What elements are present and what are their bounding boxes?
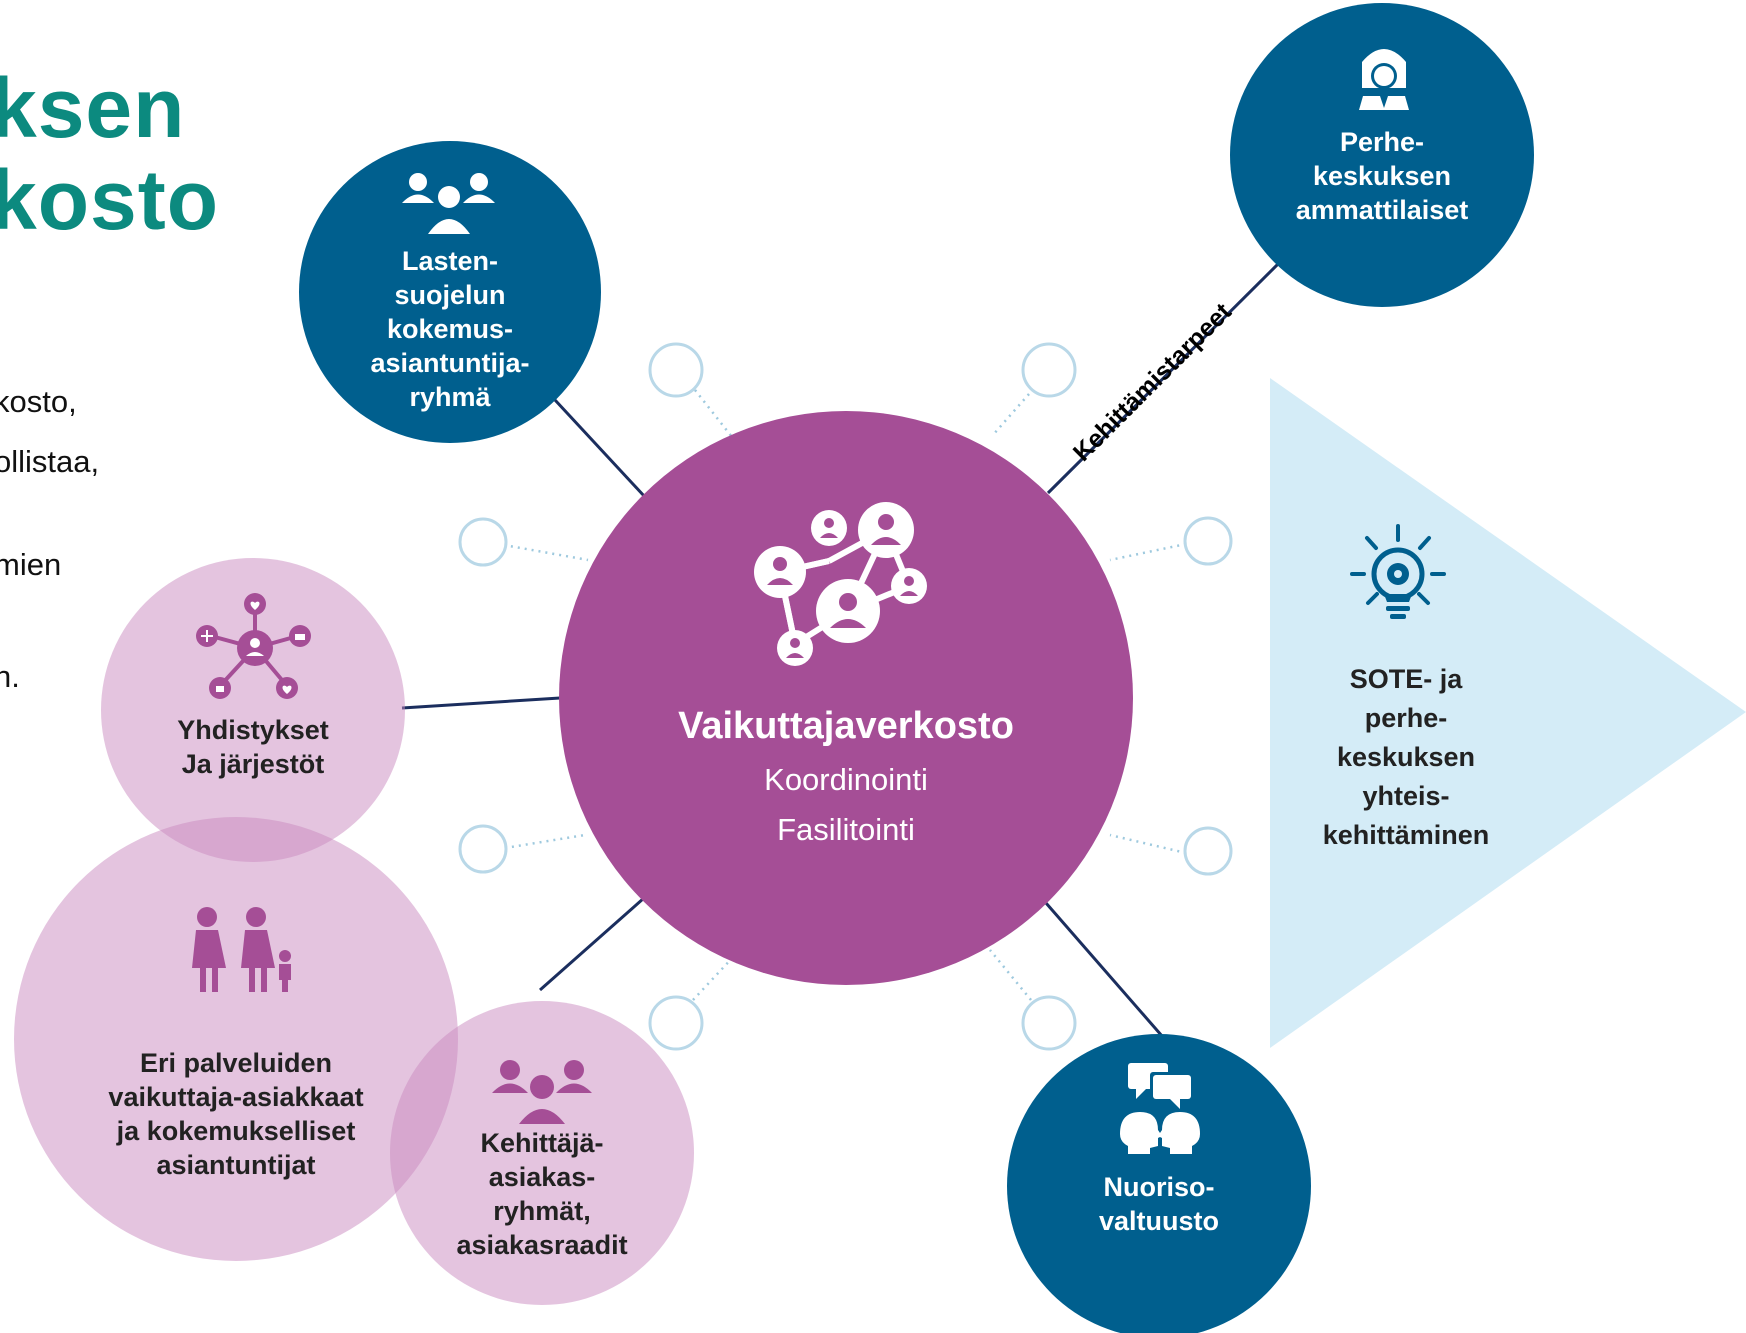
label-line: vaikuttaja-asiakkaat bbox=[108, 1082, 364, 1112]
small-node-circle bbox=[458, 824, 508, 874]
dotted-spoke bbox=[989, 949, 1032, 1001]
body-text-line: ollistaa, bbox=[0, 444, 100, 479]
connector-lastensuojelu bbox=[553, 398, 647, 499]
group-icon bbox=[492, 1060, 592, 1124]
conversation-icon bbox=[1120, 1063, 1200, 1154]
small-node-circle bbox=[1021, 342, 1077, 398]
label-line: Nuoriso- bbox=[1103, 1172, 1215, 1202]
label-line: kehittäminen bbox=[1322, 820, 1490, 850]
yhdistykset-label: Yhdistykset Ja järjestöt bbox=[133, 713, 373, 781]
dotted-spoke bbox=[504, 833, 586, 850]
body-text-line: kosto, bbox=[0, 384, 77, 419]
dotted-spoke bbox=[1109, 833, 1187, 855]
node-yhdistykset bbox=[101, 558, 405, 862]
small-node-circle bbox=[648, 995, 704, 1051]
arrow-triangle bbox=[1270, 378, 1746, 1048]
body-text-line: i bbox=[0, 495, 1, 526]
label-line: Yhdistykset bbox=[177, 715, 329, 745]
node-asiakkaat bbox=[14, 817, 458, 1261]
social-network-icon bbox=[196, 593, 311, 699]
family-icon bbox=[192, 907, 291, 992]
label-line: asiakas- bbox=[488, 1162, 596, 1192]
label-line: perhe- bbox=[1364, 703, 1448, 733]
label-line: Eri palveluiden bbox=[139, 1048, 333, 1078]
center-line-fasilitointi: Fasilitointi bbox=[777, 812, 915, 847]
label-line: yhteis- bbox=[1362, 781, 1450, 811]
label-line: ja kokemukselliset bbox=[116, 1116, 356, 1146]
kehittaja-label: Kehittäjä- asiakas- ryhmät, asiakasraadi… bbox=[422, 1126, 662, 1262]
connector-kehittaja bbox=[539, 896, 645, 992]
body-text-line: mien bbox=[0, 547, 62, 582]
node-nuoriso bbox=[1007, 1034, 1311, 1333]
small-node-circle bbox=[458, 517, 508, 567]
dotted-spoke bbox=[503, 543, 589, 562]
label-line: SOTE- ja bbox=[1349, 664, 1463, 694]
label-line: keskuksen bbox=[1312, 161, 1452, 191]
connector-perhekeskus bbox=[1046, 262, 1280, 495]
center-line-koordinointi: Koordinointi bbox=[764, 762, 928, 797]
label-line: ryhmä bbox=[409, 382, 491, 412]
center-title: Vaikuttajaverkosto bbox=[678, 705, 1014, 747]
edge-label: Kehittämistarpeet bbox=[1068, 297, 1238, 467]
label-line: ammattilaiset bbox=[1295, 195, 1469, 225]
node-kehittaja bbox=[390, 1001, 694, 1305]
label-line: asiantuntija- bbox=[370, 348, 530, 378]
connector-nuoriso bbox=[1044, 902, 1164, 1037]
label-line: asiakasraadit bbox=[456, 1230, 628, 1260]
triangle-label: SOTE- ja perhe- keskuksen yhteis- kehitt… bbox=[1286, 660, 1526, 855]
dotted-spoke bbox=[991, 393, 1030, 437]
label-line: kokemus- bbox=[386, 314, 514, 344]
node-lastensuojelu bbox=[299, 141, 601, 443]
small-node-circle bbox=[1183, 516, 1233, 566]
page-title-line-1: ksen bbox=[0, 61, 186, 155]
asiakkaat-label: Eri palveluiden vaikuttaja-asiakkaat ja … bbox=[66, 1046, 406, 1182]
body-text-line: n. bbox=[0, 659, 20, 694]
label-line: Ja järjestöt bbox=[181, 749, 325, 779]
label-line: suojelun bbox=[394, 280, 506, 310]
group-icon bbox=[402, 173, 495, 234]
small-node-circle bbox=[648, 342, 704, 398]
node-perhekeskus bbox=[1230, 3, 1534, 307]
label-line: keskuksen bbox=[1336, 742, 1476, 772]
label-line: valtuusto bbox=[1098, 1206, 1219, 1236]
label-line: Kehittäjä- bbox=[480, 1128, 604, 1158]
dotted-spoke bbox=[1109, 542, 1187, 562]
connector-yhdistykset bbox=[401, 696, 561, 710]
small-node-circle bbox=[1183, 826, 1233, 876]
small-node-circle bbox=[1021, 995, 1077, 1051]
lightbulb-gear-icon bbox=[1350, 524, 1446, 619]
perhekeskus-label: Perhe- keskuksen ammattilaiset bbox=[1262, 125, 1502, 227]
dotted-spoke bbox=[694, 389, 733, 438]
page-title-line-2: kosto bbox=[0, 153, 220, 247]
label-line: ryhmät, bbox=[493, 1196, 591, 1226]
label-line: asiantuntijat bbox=[156, 1150, 316, 1180]
professional-woman-icon bbox=[1359, 49, 1409, 110]
dotted-spoke bbox=[692, 954, 736, 1001]
node-center bbox=[559, 411, 1133, 985]
label-line: Perhe- bbox=[1339, 127, 1425, 157]
label-line: Lasten- bbox=[401, 246, 499, 276]
lastensuojelu-label: Lasten- suojelun kokemus- asiantuntija- … bbox=[330, 244, 570, 414]
nuoriso-label: Nuoriso- valtuusto bbox=[1039, 1170, 1279, 1238]
